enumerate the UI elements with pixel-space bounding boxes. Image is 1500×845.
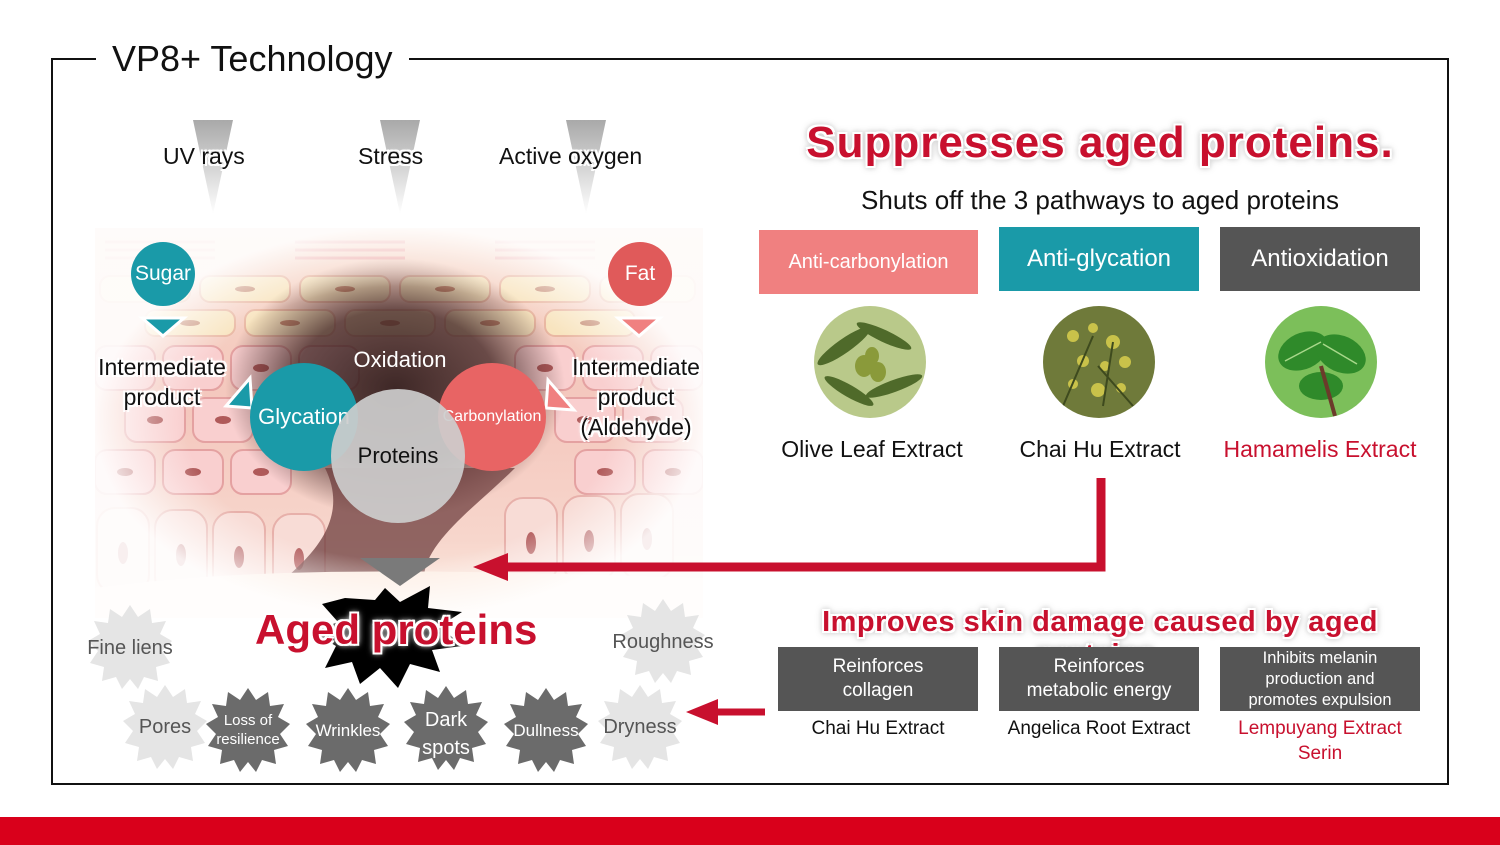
antioxidation-box: Antioxidation (1220, 227, 1420, 291)
melanin-line1: Inhibits melanin (1262, 648, 1378, 667)
suppress-subhead: Shuts off the 3 pathways to aged protein… (861, 185, 1339, 215)
intermediate-product-left: Intermediate product (82, 352, 242, 412)
hamamelis-extract: Hamamelis Extract (1223, 436, 1417, 462)
lempuyang-line: Lempuyang Extract (1238, 718, 1402, 739)
anti-glycation-label: Anti-glycation (1026, 245, 1172, 272)
collagen-line2: collagen (842, 680, 914, 701)
dark-spots-label: Dark spots (401, 706, 491, 762)
fat-down-triangle-icon (613, 316, 665, 338)
dark-spots-line1: Dark (424, 709, 468, 731)
stress-arrow-icon (380, 120, 420, 214)
sugar-down-triangle-icon (137, 316, 189, 338)
intermediate-right-line1: Intermediate (572, 354, 700, 380)
wrinkles-label: Wrinkles (315, 721, 381, 740)
effect-angelica-extract: Angelica Root Extract (1007, 718, 1191, 739)
melanin-line3: promotes expulsion (1248, 690, 1392, 709)
olive-leaf-icon (814, 306, 926, 418)
loss-of-resilience-label: Loss of resilience (203, 711, 293, 749)
metabolic-line2: metabolic energy (1026, 680, 1172, 701)
melanin-line2: production and (1265, 669, 1375, 688)
anti-carbonylation-box: Anti-carbonylation (759, 230, 978, 294)
fine-lines-label: Fine liens (87, 637, 173, 659)
left-arrowhead-icon (473, 553, 508, 581)
effect-chai-hu-extract: Chai Hu Extract (811, 718, 945, 739)
inhibits-melanin-box: Inhibits melanin production and promotes… (1220, 647, 1420, 711)
vp8-frame (51, 58, 1449, 785)
uv-arrow-icon (193, 120, 233, 214)
skin-illustration (95, 228, 703, 618)
carbonylation-label: Carbonylation (442, 408, 542, 425)
metabolic-line1: Reinforces (1053, 656, 1145, 677)
antioxidation-label: Antioxidation (1251, 245, 1389, 272)
intermediate-left-line2: product (123, 384, 201, 410)
dullness-label: Dullness (513, 721, 579, 740)
effect-lempuyang-extract: Lempuyang Extract Serin (1200, 716, 1440, 766)
olive-leaf-extract: Olive Leaf Extract (781, 436, 963, 462)
dryness-arrowhead-icon (686, 699, 718, 725)
proteins-label: Proteins (357, 443, 439, 468)
intermediate-left-line1: Intermediate (98, 354, 226, 380)
fat-label: Fat (624, 262, 656, 285)
sugar-circle: Sugar (131, 242, 195, 306)
reinforces-collagen-box: Reinforces collagen (778, 647, 978, 711)
aged-proteins-label: Aged proteins (255, 606, 538, 653)
hamamelis-icon (1265, 306, 1377, 418)
chai-hu-connector-line (505, 478, 1106, 572)
serin-line: Serin (1297, 743, 1343, 764)
anti-glycation-box: Anti-glycation (999, 227, 1199, 291)
dryness-label: Dryness (603, 716, 677, 738)
pores-label: Pores (138, 716, 192, 738)
skin-cells-icon (95, 228, 703, 618)
reinforces-metabolic-box: Reinforces metabolic energy (999, 647, 1199, 711)
stressor-stress: Stress (358, 143, 424, 169)
glycation-pointer-icon (222, 374, 254, 410)
resilience-line2: resilience (216, 731, 280, 748)
dark-spots-line2: spots (422, 737, 470, 759)
chai-hu-extract: Chai Hu Extract (1019, 436, 1181, 462)
chai-hu-icon (1043, 306, 1155, 418)
frame-title: VP8+ Technology (96, 36, 409, 82)
oxygen-arrow-icon (566, 120, 606, 214)
intermediate-right-line3: (Aldehyde) (580, 414, 692, 440)
pathway-markers (137, 316, 665, 586)
suppress-headline: Suppresses aged proteins. (806, 118, 1394, 167)
intermediate-product-right: Intermediate product (Aldehyde) (556, 352, 716, 442)
fat-circle: Fat (608, 242, 672, 306)
stressor-active-oxygen: Active oxygen (499, 143, 643, 169)
roughness-label: Roughness (612, 631, 714, 653)
anti-carbonylation-label: Anti-carbonylation (788, 250, 949, 273)
oxidation-label: Oxidation (353, 347, 447, 372)
proteins-circle: Proteins (331, 389, 465, 523)
stressor-arrows (193, 120, 606, 214)
footer-bar (0, 817, 1500, 845)
sugar-label: Sugar (134, 262, 192, 285)
collagen-line1: Reinforces (832, 656, 924, 677)
symptom-bursts (312, 586, 462, 688)
intermediate-right-line2: product (597, 384, 675, 410)
carbonylation-pointer-icon (544, 376, 578, 412)
glycation-label: Glycation (258, 404, 350, 429)
stressor-uv-rays: UV rays (163, 143, 245, 169)
down-arrow-icon (360, 558, 440, 586)
aged-burst-icon (312, 586, 462, 688)
resilience-line1: Loss of (223, 712, 273, 729)
